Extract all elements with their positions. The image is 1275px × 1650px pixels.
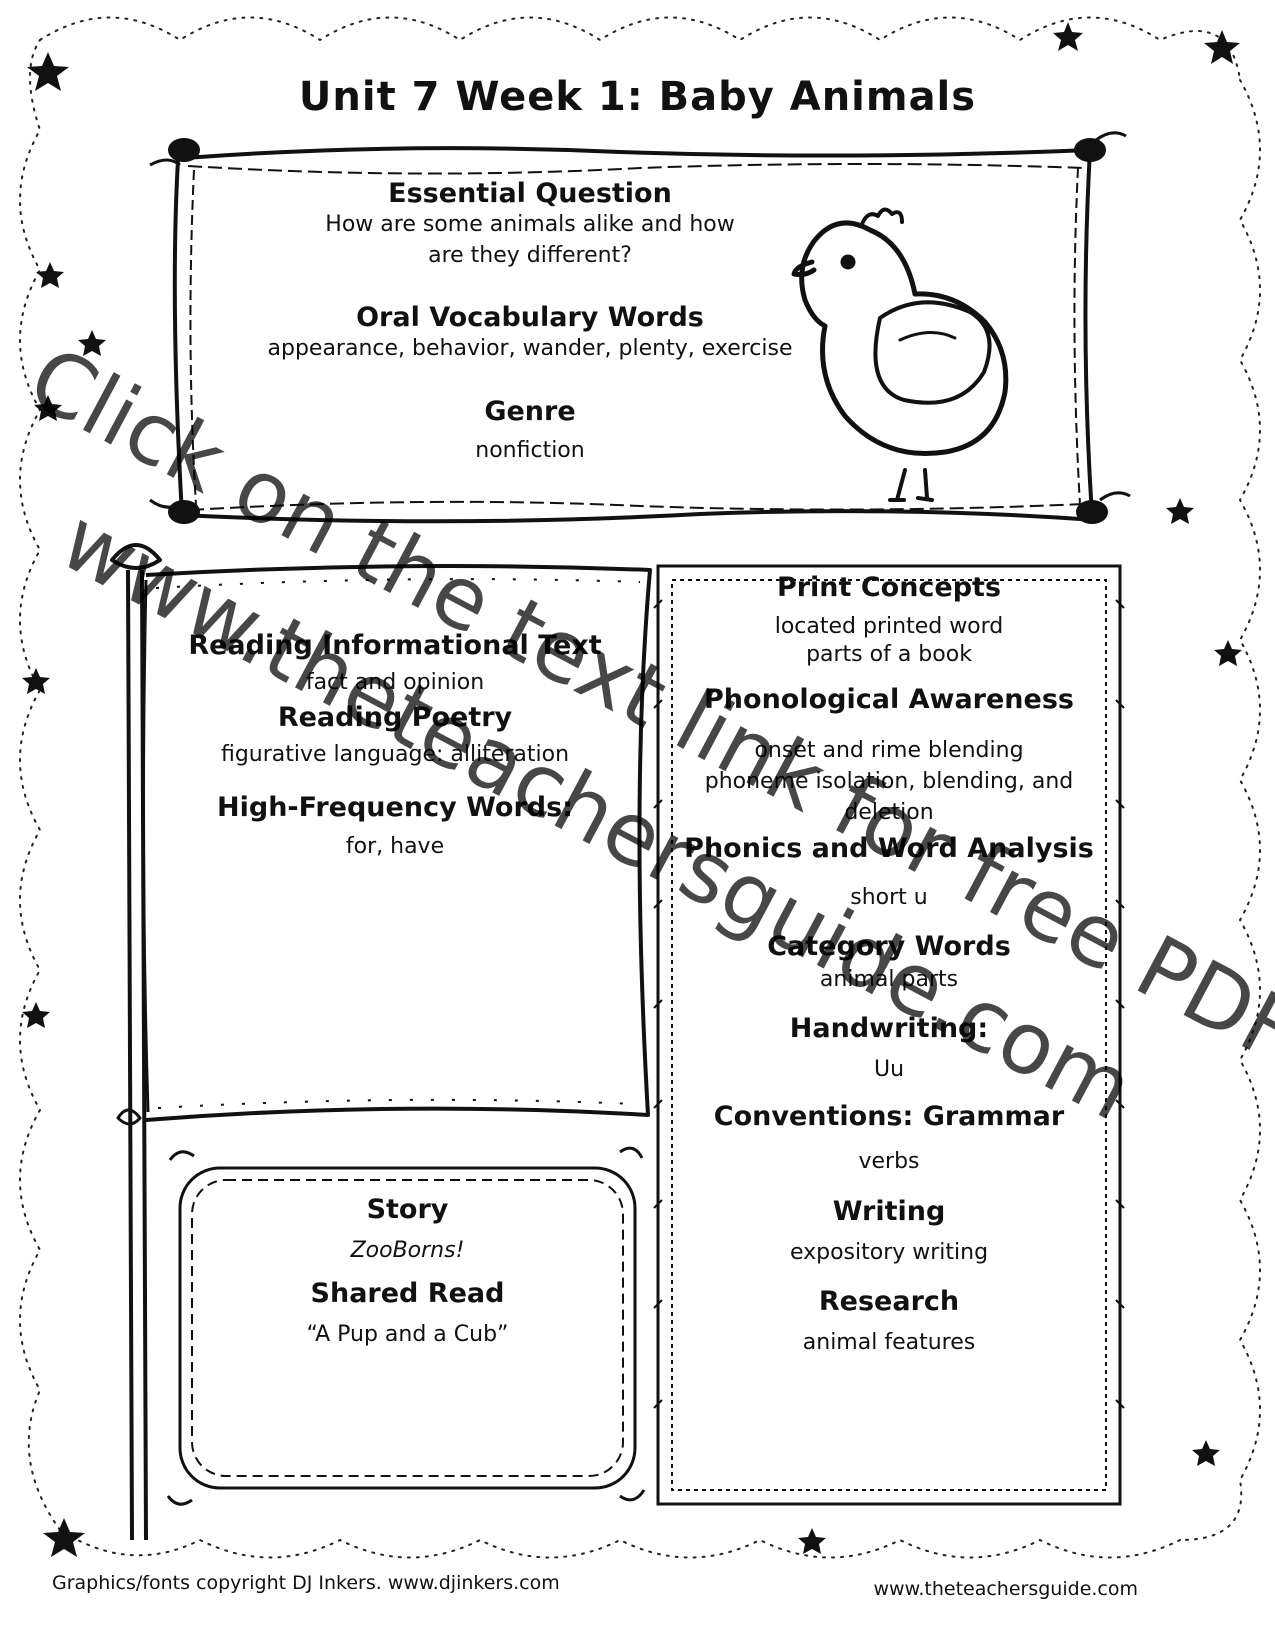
- star-icon: [1166, 498, 1194, 524]
- research-text: animal features: [802, 1329, 976, 1355]
- star-icon: [798, 1528, 826, 1554]
- star-icon: [1053, 22, 1083, 51]
- handwriting-heading: Handwriting:: [789, 1013, 989, 1045]
- star-icon: [27, 52, 69, 91]
- reading-informational-heading: Reading Informational Text: [188, 630, 602, 661]
- right-skills-panel: Print Concepts located printed word part…: [672, 572, 1106, 1358]
- conventions-text: verbs: [858, 1149, 920, 1175]
- essential-question-section: Essential Question How are some animals …: [240, 178, 820, 271]
- star-icon: [1204, 30, 1240, 64]
- chick-icon: [791, 207, 1009, 502]
- oral-vocabulary-text: appearance, behavior, wander, plenty, ex…: [267, 336, 793, 361]
- star-icon: [22, 668, 50, 694]
- category-words-text: animal parts: [819, 966, 959, 992]
- shared-read-text: “A Pup and a Cub”: [306, 1322, 509, 1348]
- oral-vocabulary-heading: Oral Vocabulary Words: [356, 302, 704, 333]
- reading-poetry-heading: Reading Poetry: [277, 702, 513, 734]
- phonological-awareness-line3: deletion: [844, 800, 934, 826]
- phonological-awareness-line1: onset and rime blending: [754, 738, 1024, 763]
- category-words-heading: Category Words: [767, 930, 1011, 962]
- research-heading: Research: [818, 1285, 960, 1317]
- print-concepts-line1: located printed word: [774, 614, 1004, 639]
- handwriting-text: Uu: [873, 1057, 905, 1083]
- story-text: ZooBorns!: [350, 1238, 465, 1263]
- genre-text: nonfiction: [475, 438, 585, 463]
- dotted-scalloped-border: [19, 16, 1261, 1559]
- phonics-heading: Phonics and Word Analysis: [684, 832, 1094, 864]
- writing-text: expository writing: [789, 1239, 989, 1265]
- star-icon: [1192, 1440, 1220, 1466]
- reading-informational-text: fact and opinion: [305, 670, 485, 695]
- star-icon: [36, 262, 64, 288]
- star-icons: [22, 22, 1242, 1557]
- print-concepts-line2: parts of a book: [806, 641, 972, 667]
- print-concepts-heading: Print Concepts: [776, 572, 1002, 603]
- page-title: Unit 7 Week 1: Baby Animals: [298, 74, 977, 120]
- flag-pole: [110, 543, 652, 1541]
- shared-read-heading: Shared Read: [310, 1278, 505, 1310]
- star-icon: [34, 395, 62, 421]
- star-icon: [43, 1518, 85, 1557]
- essential-question-line2: are they different?: [428, 243, 632, 269]
- vine-frame: [149, 131, 1131, 524]
- genre-heading: Genre: [484, 396, 576, 427]
- conventions-heading: Conventions: Grammar: [713, 1101, 1065, 1133]
- scalloped-frame: [166, 1146, 646, 1506]
- phonics-text: short u: [850, 884, 928, 910]
- star-icon: [78, 330, 106, 356]
- left-flag-panel: Reading Informational Text fact and opin…: [170, 630, 620, 863]
- oral-vocabulary-section: Oral Vocabulary Words appearance, behavi…: [240, 302, 820, 364]
- phonological-awareness-heading: Phonological Awareness: [704, 684, 1074, 715]
- star-icon: [22, 1002, 50, 1028]
- essential-question-heading: Essential Question: [388, 178, 672, 209]
- story-heading: Story: [366, 1194, 449, 1225]
- star-icon: [1214, 640, 1242, 666]
- writing-heading: Writing: [832, 1195, 946, 1227]
- high-frequency-words-text: for, have: [345, 834, 445, 860]
- genre-section: Genre nonfiction: [240, 396, 820, 466]
- footer-site-link[interactable]: www.theteachersguide.com: [873, 1578, 1138, 1600]
- phonological-awareness-line2: phoneme isolation, blending, and: [704, 769, 1074, 795]
- high-frequency-words-heading: High-Frequency Words:: [217, 792, 573, 824]
- footer-copyright: Graphics/fonts copyright DJ Inkers. www.…: [52, 1572, 560, 1594]
- reading-poetry-text: figurative language: alliteration: [220, 742, 570, 768]
- stitched-frame: [653, 564, 1125, 1506]
- essential-question-line1: How are some animals alike and how: [325, 212, 735, 237]
- story-panel: Story ZooBorns! Shared Read “A Pup and a…: [180, 1194, 635, 1350]
